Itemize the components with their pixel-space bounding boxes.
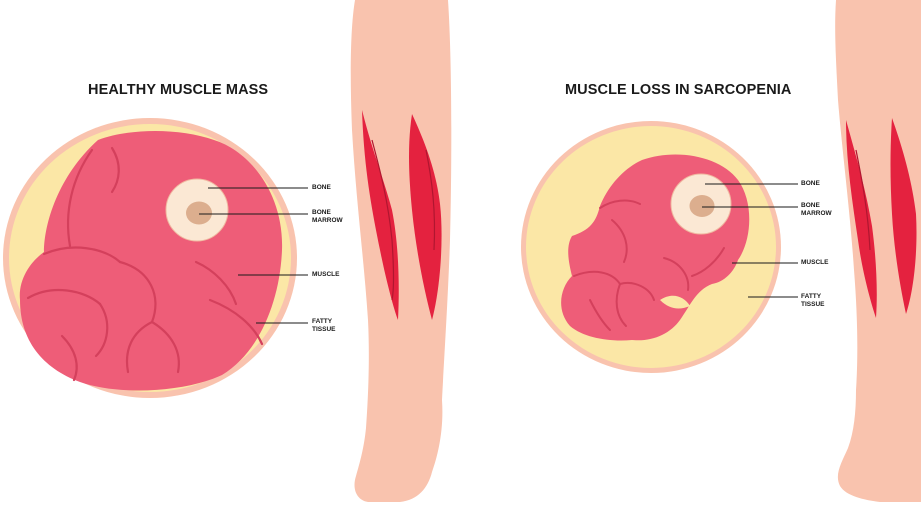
- healthy-label-bone-marrow-line2: MARROW: [312, 217, 352, 225]
- sarcopenia-label-bone-marrow-line1: BONE: [801, 202, 841, 210]
- sarcopenia-label-fatty-line2: TISSUE: [801, 301, 841, 309]
- healthy-title: HEALTHY MUSCLE MASS: [88, 82, 268, 98]
- healthy-label-bone-marrow-line1: BONE: [312, 209, 352, 217]
- sarcopenia-leg: [835, 0, 921, 502]
- healthy-label-fatty-line1: FATTY: [312, 318, 352, 326]
- healthy-label-fatty-tissue: FATTY TISSUE: [312, 318, 352, 333]
- sarcopenia-cross-section: [521, 121, 798, 373]
- sarcopenia-bone-marrow: [690, 195, 715, 217]
- healthy-label-fatty-line2: TISSUE: [312, 326, 352, 334]
- healthy-label-bone: BONE: [312, 184, 352, 192]
- healthy-bone-marrow: [186, 202, 212, 225]
- sarcopenia-label-fatty-line1: FATTY: [801, 293, 841, 301]
- healthy-label-bone-marrow: BONE MARROW: [312, 209, 352, 224]
- healthy-cross-section: [3, 118, 308, 398]
- sarcopenia-label-bone-marrow-line2: MARROW: [801, 210, 841, 218]
- healthy-label-muscle: MUSCLE: [312, 271, 352, 279]
- healthy-leg: [351, 0, 452, 502]
- sarcopenia-label-bone: BONE: [801, 180, 841, 188]
- sarcopenia-label-bone-marrow: BONE MARROW: [801, 202, 841, 217]
- sarcopenia-title: MUSCLE LOSS IN SARCOPENIA: [565, 82, 791, 98]
- sarcopenia-label-fatty-tissue: FATTY TISSUE: [801, 293, 841, 308]
- sarcopenia-label-muscle: MUSCLE: [801, 259, 841, 267]
